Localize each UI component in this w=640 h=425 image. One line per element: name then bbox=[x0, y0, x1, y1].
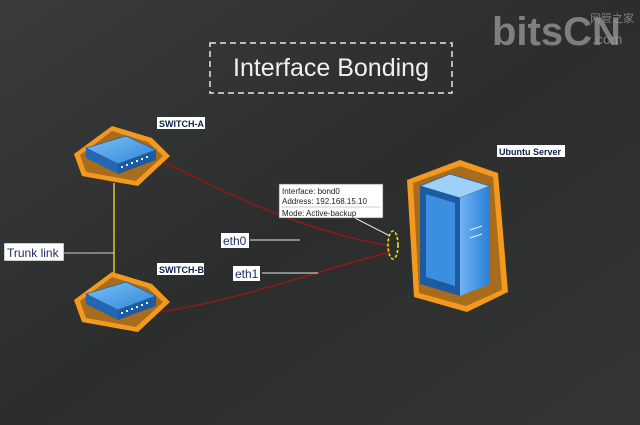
title-frame bbox=[209, 42, 453, 94]
cable-switch-a-eth0 bbox=[159, 159, 391, 247]
switch-a: SWITCH-A bbox=[74, 117, 205, 186]
eth0-label: eth0 bbox=[221, 233, 249, 248]
cable-switch-b-eth1 bbox=[159, 251, 391, 313]
bond-mode: Mode: Active-backup bbox=[282, 209, 357, 218]
switch-b: SWITCH-B bbox=[74, 263, 204, 332]
eth1-label: eth1 bbox=[233, 266, 260, 281]
bond-address: Address: 192.168.15.10 bbox=[282, 197, 368, 206]
server-icon bbox=[418, 173, 492, 296]
switch-b-icon bbox=[84, 281, 158, 320]
watermark-logo: bitsCN 网管之家 .com bbox=[492, 10, 634, 54]
switch-b-label: SWITCH-B bbox=[157, 263, 204, 275]
bond-ring bbox=[387, 230, 399, 260]
bond-interface: Interface: bond0 bbox=[282, 187, 340, 196]
trunk-link-label: Trunk link bbox=[3, 242, 65, 262]
ubuntu-server: Ubuntu Server bbox=[407, 145, 565, 312]
bond-info-box: Interface: bond0 Address: 192.168.15.10 … bbox=[278, 183, 384, 219]
svg-text:SWITCH-A: SWITCH-A bbox=[159, 119, 204, 129]
watermark-brand: bitsCN bbox=[492, 10, 621, 54]
watermark-brand-cn: 网管之家 bbox=[590, 11, 634, 25]
server-label: Ubuntu Server bbox=[497, 145, 565, 157]
watermark-brand-suffix: .com bbox=[592, 31, 622, 47]
title-box: Interface Bonding bbox=[209, 42, 453, 94]
svg-text:SWITCH-B: SWITCH-B bbox=[159, 265, 204, 275]
page-title: Interface Bonding bbox=[233, 54, 429, 82]
bond-info-pointer bbox=[354, 217, 391, 237]
svg-text:eth0: eth0 bbox=[223, 234, 247, 248]
svg-text:eth1: eth1 bbox=[235, 267, 259, 281]
switch-a-icon bbox=[84, 135, 158, 174]
svg-text:Trunk link: Trunk link bbox=[7, 246, 60, 260]
svg-text:Ubuntu Server: Ubuntu Server bbox=[499, 147, 562, 157]
switch-a-label: SWITCH-A bbox=[157, 117, 205, 129]
